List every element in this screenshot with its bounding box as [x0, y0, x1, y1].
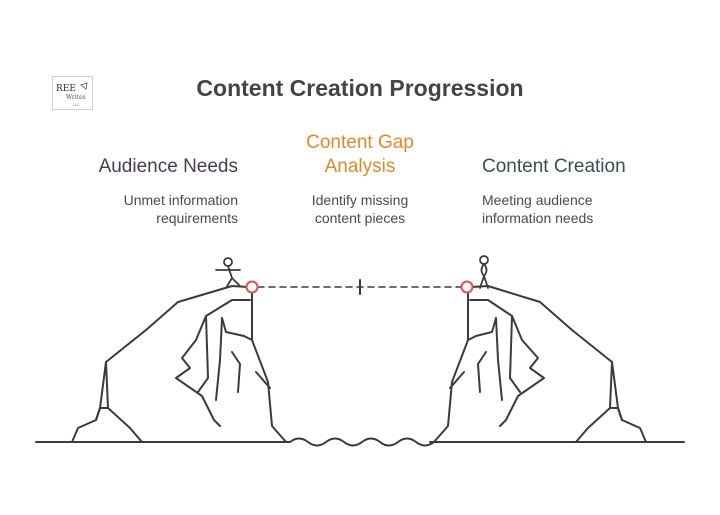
right-edge-marker-icon	[460, 280, 474, 294]
page-title: Content Creation Progression	[196, 75, 524, 101]
right-description: Meeting audience information needs	[482, 191, 682, 227]
left-description-line: requirements	[156, 210, 238, 226]
middle-description: Identify missing content pieces	[260, 191, 460, 227]
logo-text-llc: LLC	[73, 103, 80, 107]
left-edge-marker-icon	[245, 280, 259, 294]
left-cliff	[71, 285, 287, 443]
middle-heading: Content Gap Analysis	[260, 131, 460, 179]
logo-pen-icon	[80, 82, 88, 90]
left-heading: Audience Needs	[98, 156, 238, 177]
right-description-line: Meeting audience	[482, 192, 593, 208]
company-logo: REE Writes LLC	[52, 76, 93, 110]
person-stretching-icon	[215, 257, 241, 289]
middle-description-line: Identify missing	[311, 192, 409, 208]
middle-heading-line: Content Gap	[306, 132, 414, 153]
logo-text-main: REE	[56, 84, 76, 94]
right-cliff	[433, 285, 647, 443]
left-description-line: Unmet information	[123, 192, 238, 208]
logo-text-sub: Writes	[66, 94, 86, 101]
right-heading: Content Creation	[482, 156, 626, 177]
person-standing-icon	[479, 255, 489, 289]
right-description-line: information needs	[482, 210, 594, 226]
left-description: Unmet information requirements	[38, 191, 238, 227]
middle-heading-line: Analysis	[324, 156, 396, 177]
water-wave-icon	[289, 437, 435, 447]
middle-description-line: content pieces	[314, 210, 406, 226]
